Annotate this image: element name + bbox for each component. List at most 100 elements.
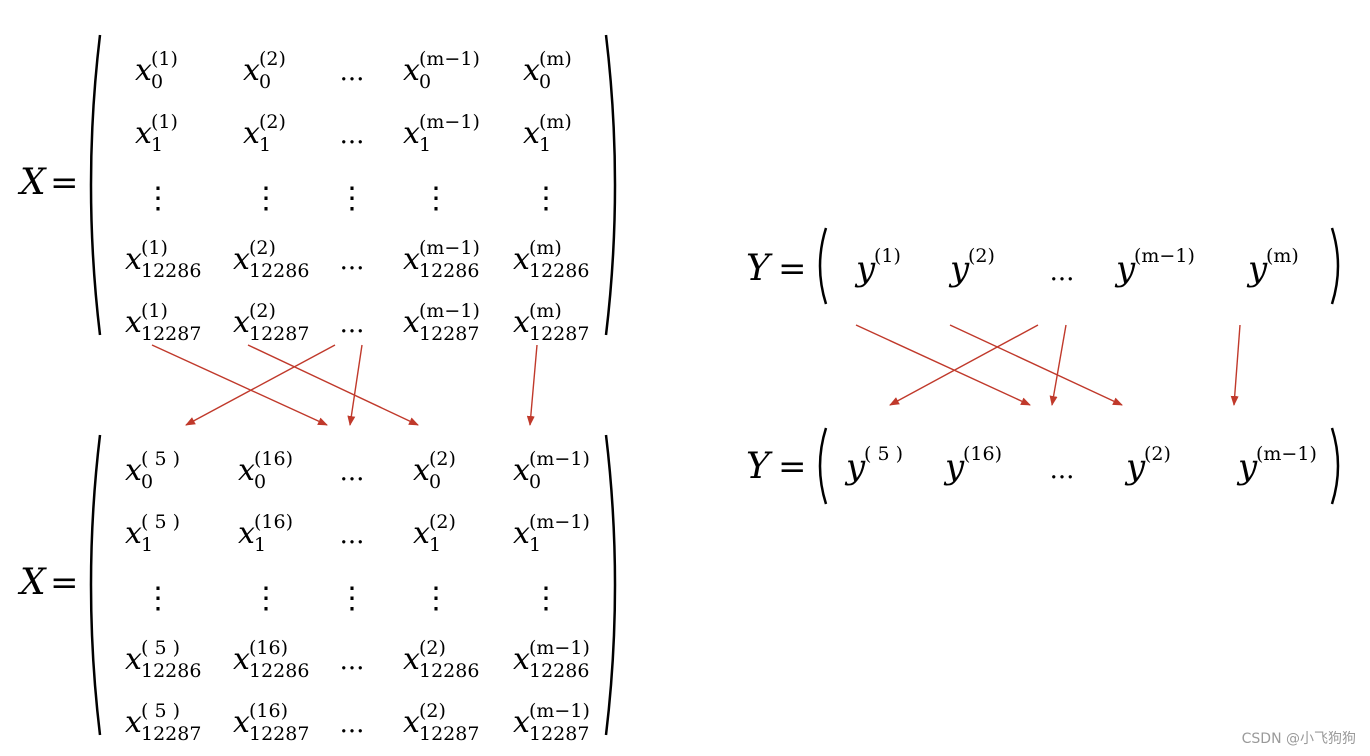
vdots: ⋮	[421, 181, 451, 216]
cell-superscript: (m−1)	[1256, 443, 1317, 465]
cell-subscript: 12287	[141, 323, 201, 345]
cell-subscript: 12286	[419, 660, 479, 682]
cell-subscript: 12286	[249, 260, 309, 282]
cell-base: x	[513, 453, 530, 488]
matrix-cell: ⋮	[143, 181, 173, 216]
cell-base: x	[125, 705, 142, 740]
cell-superscript: (1)	[151, 48, 178, 70]
hdots: ...	[340, 520, 365, 550]
vdots: ⋮	[251, 581, 281, 616]
matrix-x-bottom-right-paren	[604, 434, 617, 736]
matrix-cell: ⋮	[531, 581, 561, 616]
cell-subscript: 1	[141, 534, 153, 556]
cell-base: x	[135, 53, 152, 88]
hdots: ...	[340, 457, 365, 487]
vector-y-bottom: Y = y( 5 )y(16)...y(2)y(m−1)	[746, 427, 1340, 505]
cell-subscript: 1	[429, 534, 441, 556]
cell-base: x	[403, 116, 420, 151]
matrix-x-top-right-paren	[604, 34, 617, 336]
matrix-cell: ⋮	[251, 581, 281, 616]
cell-subscript: 12286	[141, 260, 201, 282]
cell-superscript: (2)	[1144, 443, 1171, 465]
cell-superscript: (m−1)	[419, 237, 480, 259]
cell-superscript: (2)	[249, 237, 276, 259]
matrix-cell: ...	[340, 120, 365, 150]
matrix-x-top-equals: =	[50, 163, 79, 203]
cell-superscript: (1)	[141, 237, 168, 259]
cell-base: x	[513, 242, 530, 277]
vector-cell: y( 5 )	[844, 443, 903, 487]
vdots: ⋮	[421, 581, 451, 616]
cell-superscript: (2)	[249, 300, 276, 322]
shuffle-arrow	[949, 324, 1123, 406]
vdots: ⋮	[531, 581, 561, 616]
vector-cell: ...	[1050, 455, 1075, 485]
cell-superscript: (2)	[419, 700, 446, 722]
cell-superscript: (16)	[254, 511, 293, 533]
cell-superscript: (2)	[968, 245, 995, 267]
cell-base: y	[1124, 447, 1146, 487]
cell-superscript: ( 5 )	[141, 637, 180, 659]
cell-superscript: (2)	[419, 637, 446, 659]
shuffle-arrow	[247, 344, 419, 426]
matrix-x-bottom-left-paren	[89, 434, 102, 736]
matrix-cell: ⋮	[421, 181, 451, 216]
matrix-cell: ...	[340, 709, 365, 739]
vector-cell: y(m−1)	[1114, 245, 1195, 289]
cell-base: x	[403, 53, 420, 88]
cell-base: x	[403, 242, 420, 277]
cell-subscript: 1	[419, 134, 431, 156]
matrix-cell: ⋮	[337, 581, 367, 616]
cell-base: y	[948, 249, 970, 289]
cell-base: x	[125, 305, 142, 340]
cell-superscript: ( 5 )	[141, 511, 180, 533]
vector-cell: y(m)	[1246, 245, 1299, 289]
cell-base: x	[233, 305, 250, 340]
cell-subscript: 0	[429, 471, 441, 493]
cell-base: x	[125, 642, 142, 677]
cell-superscript: (16)	[963, 443, 1002, 465]
cell-base: x	[238, 516, 255, 551]
vector-cell: y(2)	[948, 245, 995, 289]
cell-subscript: 12286	[141, 660, 201, 682]
vector-y-bottom-left-paren	[818, 427, 828, 505]
matrix-cell: ⋮	[531, 181, 561, 216]
cell-subscript: 0	[539, 71, 551, 93]
shuffle-arrow	[185, 344, 336, 426]
cell-base: x	[238, 453, 255, 488]
cell-base: y	[1246, 249, 1268, 289]
matrix-cell: ...	[340, 646, 365, 676]
cell-subscript: 12287	[529, 723, 589, 745]
cell-superscript: ( 5 )	[141, 700, 180, 722]
cell-superscript: (m−1)	[419, 48, 480, 70]
cell-subscript: 0	[529, 471, 541, 493]
cell-base: x	[523, 116, 540, 151]
cell-superscript: (1)	[151, 111, 178, 133]
vdots: ⋮	[143, 181, 173, 216]
cell-base: y	[854, 249, 876, 289]
hdots: ...	[340, 57, 365, 87]
matrix-cell: ⋮	[337, 181, 367, 216]
cell-base: x	[233, 642, 250, 677]
cell-subscript: 1	[529, 534, 541, 556]
matrix-cell: ...	[340, 520, 365, 550]
cell-subscript: 12286	[249, 660, 309, 682]
cell-superscript: (16)	[254, 448, 293, 470]
cell-base: x	[243, 53, 260, 88]
cell-base: x	[233, 705, 250, 740]
